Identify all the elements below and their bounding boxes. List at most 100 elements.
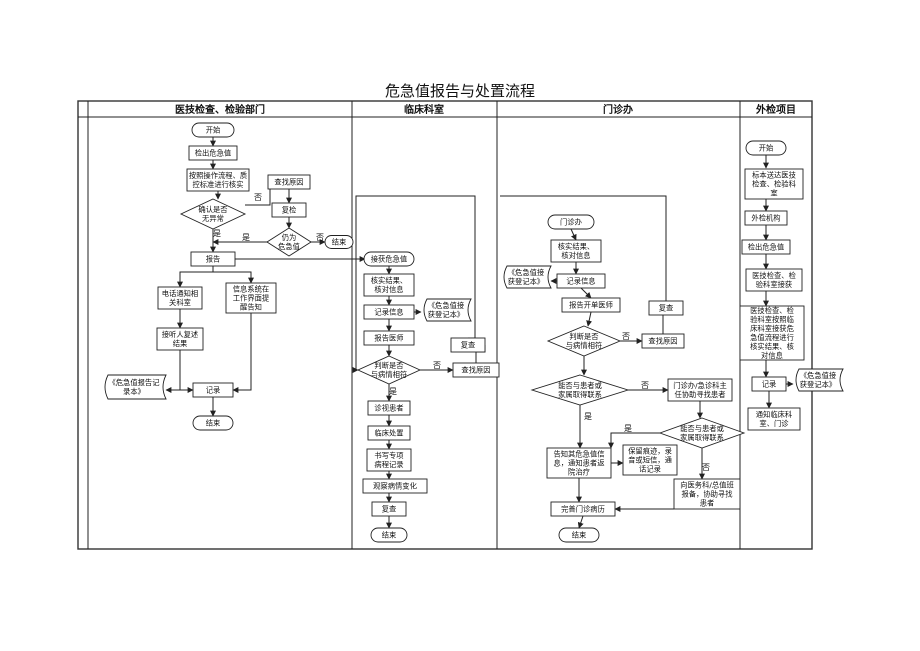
lab-record: 记录 [192,382,234,398]
node-label: 获登记本》 [428,310,464,319]
node-label: 危急值 [278,242,300,251]
node-label: 记录信息 [374,308,403,317]
node-label: 获登记本》 [508,277,544,286]
node-label: 查找原因 [648,337,677,346]
node-label: 报告 [206,255,221,264]
node-label: 检出危急值 [195,149,231,158]
node-label: 仍为 [282,233,297,242]
branch-label: 否 [622,332,630,341]
node-label: 复查 [461,341,476,350]
op-report: 报告开单医师 [561,297,621,313]
clinic-find: 查找原因 [452,362,500,378]
clinic-treat: 诊视患者 [367,400,411,416]
node-label: 核对信息 [374,285,403,294]
node-label: 能否与患者或 [680,424,724,433]
lab-detect: 检出危急值 [188,145,238,161]
flow-connector [608,432,660,449]
flow-connector [500,195,667,301]
lab-start: 开始 [191,122,235,138]
node-label: 门诊办 [560,218,582,227]
lab-report: 报告 [190,251,236,267]
branch-label: 否 [641,381,649,390]
node-label: 家属取得联系 [680,433,724,442]
lane-header: 外检项目 [755,103,796,116]
flow-connector [586,311,593,327]
node-label: 报告开单医师 [569,301,613,310]
node-label: 核实结果、 [371,276,407,285]
node-label: 确认是否 [198,205,227,214]
node-label: 检查、检验科 [752,180,796,189]
node-label: 室 [770,189,777,198]
node-label: 《危急值接 [428,301,465,310]
branch-label: 是 [584,412,592,421]
ext-detect: 检出危急值 [741,239,791,255]
node-label: 复检 [282,206,297,215]
node-label: 记录信息 [566,277,595,286]
node-label: 复查 [382,505,397,514]
flow-connector [213,271,254,284]
branch-label: 是 [389,387,397,396]
node-label: 息，通知患者返 [553,459,604,468]
clinic-record: 记录信息 [363,304,415,320]
op-find: 查找原因 [641,333,685,349]
node-label: 音或短信，通 [628,456,672,465]
node-label: 话记录 [639,465,661,474]
node-label: 保留痕迹，录 [628,447,672,456]
lane-header: 门诊办 [603,103,633,116]
lane-header: 临床科室 [404,103,444,116]
ext-record: 记录 [751,376,787,392]
swimlane-frame [77,100,813,550]
node-label: 《危急值接 [800,371,837,380]
flow-connector [577,515,584,529]
node-label: 判断是否 [569,332,598,341]
node-label: 急值流程进行 [750,333,794,342]
node-label: 按照操作流程、质 [189,171,247,180]
flow-connector [177,266,214,288]
node-label: 记录 [762,380,777,389]
op-complete: 完善门诊病历 [550,501,616,517]
op-start: 门诊办 [547,214,595,230]
node-label: 病程记录 [374,460,403,469]
node-label: 完善门诊病历 [561,505,605,514]
clinic-end: 结束 [370,527,408,543]
op-record: 记录信息 [556,273,606,289]
node-label: 醒告知 [240,303,262,312]
node-label: 院治疗 [568,468,590,477]
node-label: 控标准进行核实 [192,180,243,189]
node-label: 核对信息 [561,251,590,260]
branch-label: 否 [433,361,441,370]
lane-header: 医技检查、检验部门 [175,103,265,116]
node-label: 家属取得联系 [558,390,602,399]
node-label: 室、门诊 [759,419,789,428]
node-label: 通知临床科 [756,410,793,419]
ext-start: 开始 [745,140,787,156]
branch-label: 是 [624,424,632,433]
node-label: 开始 [759,144,774,153]
node-label: 复查 [659,304,674,313]
node-label: 与病情相符 [371,370,407,379]
node-label: 报备，协助寻找 [681,490,733,499]
node-label: 结束 [332,238,347,247]
node-label: 与病情相符 [566,341,602,350]
node-label: 医技检查、检 [752,271,796,280]
node-label: 外检机构 [751,214,780,223]
node-label: 观察病情变化 [373,482,417,491]
op-recheck: 复查 [648,300,684,316]
lab-recheck: 复检 [271,202,307,218]
clinic-observe: 观察病情变化 [362,478,428,494]
node-label: 验科室按照临 [750,315,794,324]
lab-find: 查找原因 [267,174,311,190]
flow-connector [570,228,577,241]
clinic-recheck: 复查 [450,337,486,353]
ext-org: 外检机构 [744,210,788,226]
node-label: 工作界面提 [233,294,270,303]
